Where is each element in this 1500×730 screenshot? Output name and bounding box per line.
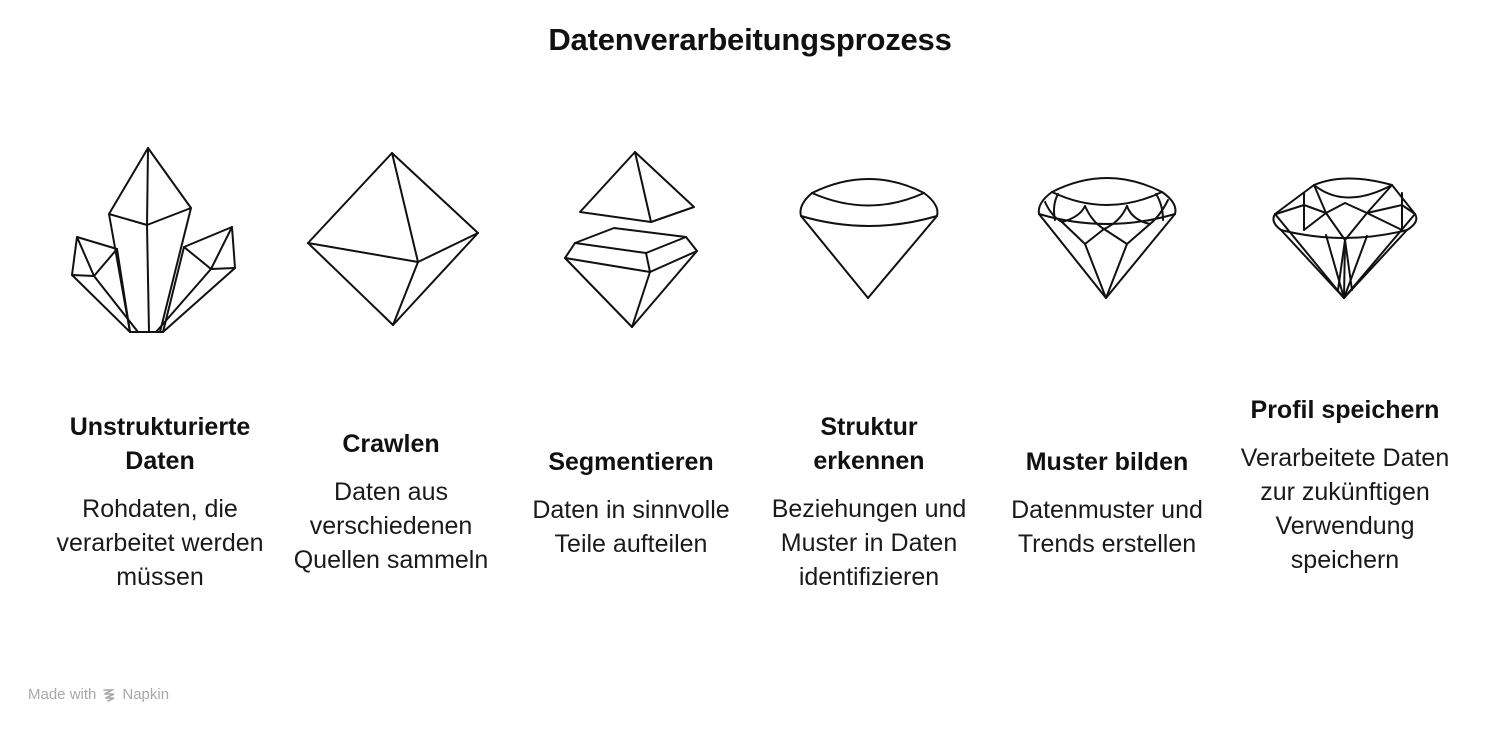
step-description: Daten aus verschiedenen Quellen sammeln	[293, 478, 489, 574]
faceted-gem-icon	[985, 130, 1225, 350]
page-title: Datenverarbeitungsprozess	[548, 22, 952, 57]
step-profil-speichern: Profil speichern Verarbeitete Daten zur …	[1240, 393, 1450, 577]
crystal-cluster-icon	[40, 130, 280, 350]
step-crawlen: Crawlen Daten aus verschiedenen Quellen …	[286, 427, 496, 577]
napkin-brand-label: Napkin	[122, 686, 170, 703]
octahedron-icon	[275, 130, 515, 350]
step-description: Datenmuster und Trends erstellen	[1011, 496, 1203, 558]
napkin-logo-icon	[103, 688, 116, 702]
step-description: Verarbeitete Daten zur zukünftigen Verwe…	[1240, 444, 1450, 574]
step-title: Crawlen	[342, 430, 440, 458]
step-title: Segmentieren	[548, 448, 714, 476]
brilliant-diamond-icon	[1222, 130, 1462, 350]
simple-gem-icon	[748, 130, 988, 350]
step-struktur-erkennen: Struktur erkennen Beziehungen und Muster…	[764, 410, 974, 594]
step-description: Beziehungen und Muster in Daten identifi…	[771, 495, 967, 591]
step-title: Unstrukturierte Daten	[69, 413, 251, 475]
step-segmentieren: Segmentieren Daten in sinnvolle Teile au…	[526, 445, 736, 561]
step-description: Rohdaten, die verarbeitet werden müssen	[56, 495, 264, 591]
split-gem-icon	[512, 130, 752, 350]
step-title: Profil speichern	[1250, 396, 1440, 424]
step-title: Struktur erkennen	[813, 413, 925, 475]
step-title: Muster bilden	[1025, 448, 1189, 476]
made-with-label: Made with	[28, 686, 97, 703]
made-with-napkin-footer[interactable]: Made with Napkin	[28, 686, 169, 703]
step-muster-bilden: Muster bilden Datenmuster und Trends ers…	[1002, 445, 1212, 561]
step-description: Daten in sinnvolle Teile aufteilen	[532, 496, 730, 558]
step-unstrukturierte-daten: Unstrukturierte Daten Rohdaten, die vera…	[55, 410, 265, 594]
